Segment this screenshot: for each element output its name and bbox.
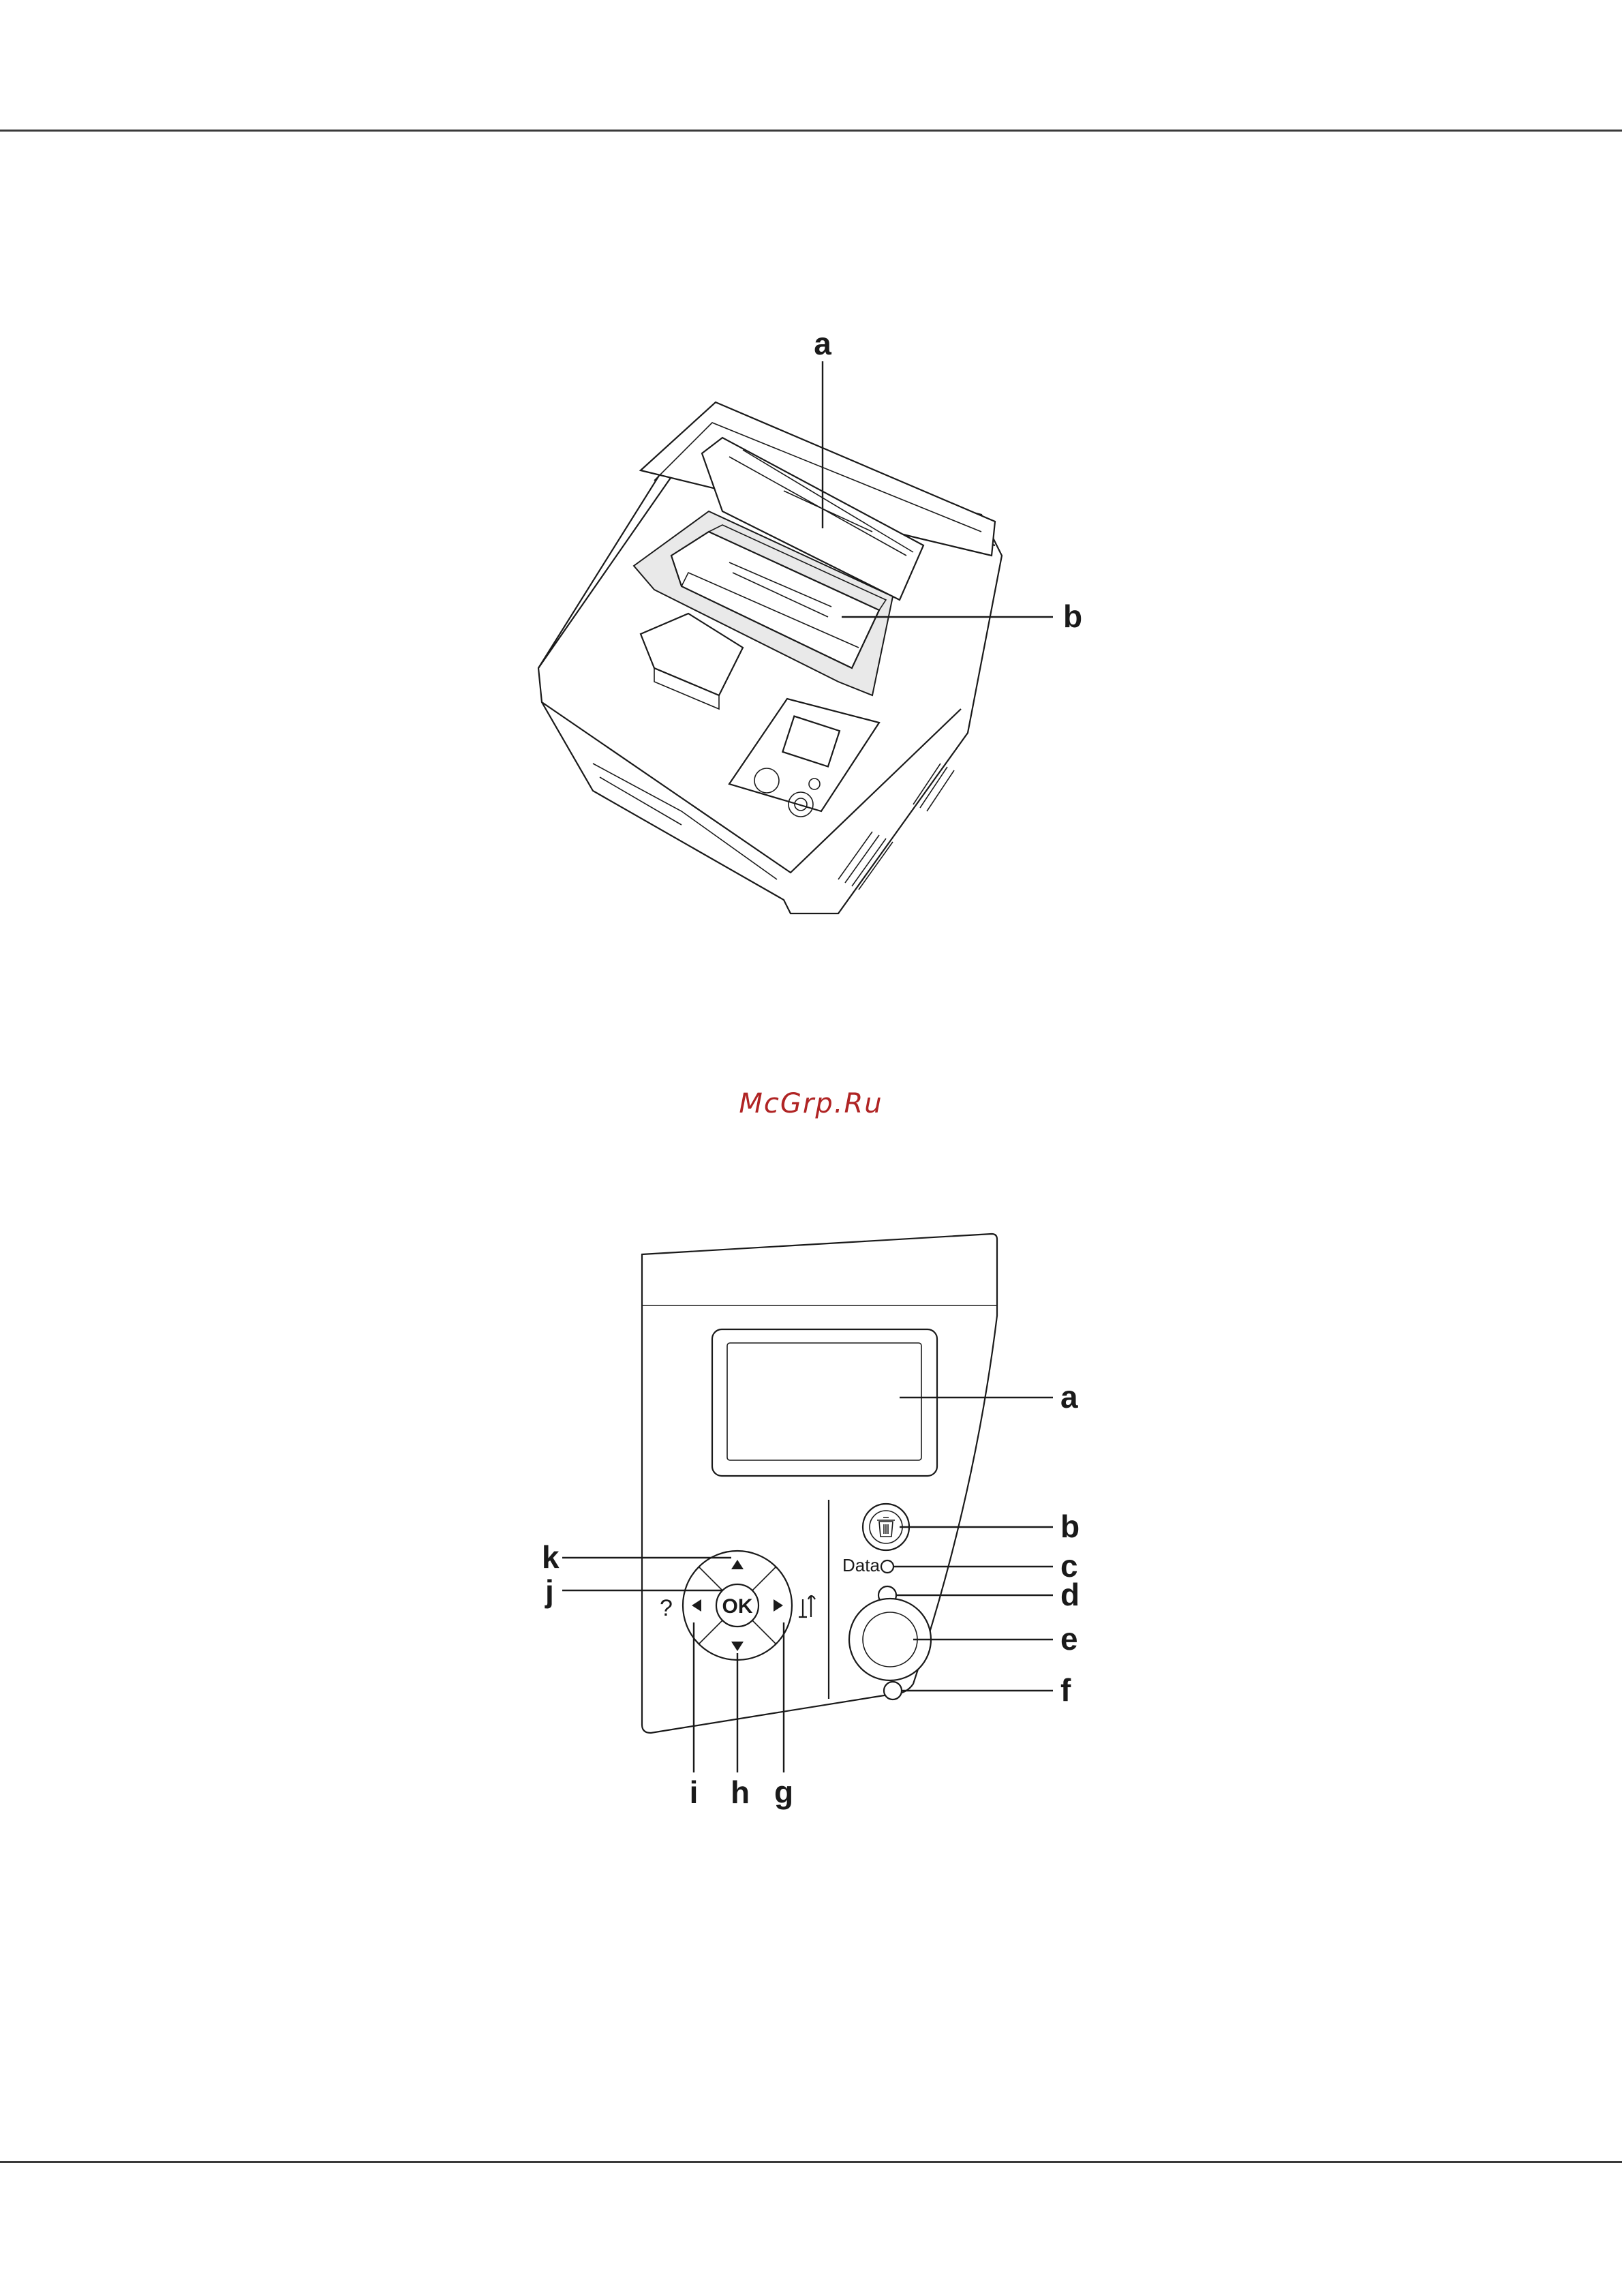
ok-label: OK — [722, 1595, 753, 1618]
callout-a: a — [814, 326, 831, 361]
callout-g: g — [774, 1774, 793, 1810]
watermark: McGrp.Ru — [0, 1088, 1622, 1119]
callout-a: a — [1060, 1379, 1078, 1415]
callout-b: b — [1063, 599, 1082, 634]
callout-f: f — [1060, 1672, 1071, 1708]
navigation-pad: OK — [683, 1551, 792, 1660]
callout-k: k — [542, 1539, 560, 1575]
top-rule — [0, 130, 1622, 132]
control-panel-illustration: Data OK ? a b c d e f k j i — [0, 1213, 1622, 1827]
callout-d: d — [1060, 1577, 1080, 1612]
bottom-rule — [0, 2161, 1622, 2163]
trash-icon — [877, 1517, 895, 1537]
callout-e: e — [1060, 1621, 1078, 1657]
data-label: Data — [842, 1555, 880, 1575]
printer-illustration: a b — [0, 286, 1622, 995]
callout-i: i — [690, 1774, 699, 1810]
callout-h: h — [731, 1774, 750, 1810]
callout-j: j — [545, 1573, 554, 1609]
help-label: ? — [660, 1595, 673, 1621]
callout-b: b — [1060, 1509, 1080, 1544]
